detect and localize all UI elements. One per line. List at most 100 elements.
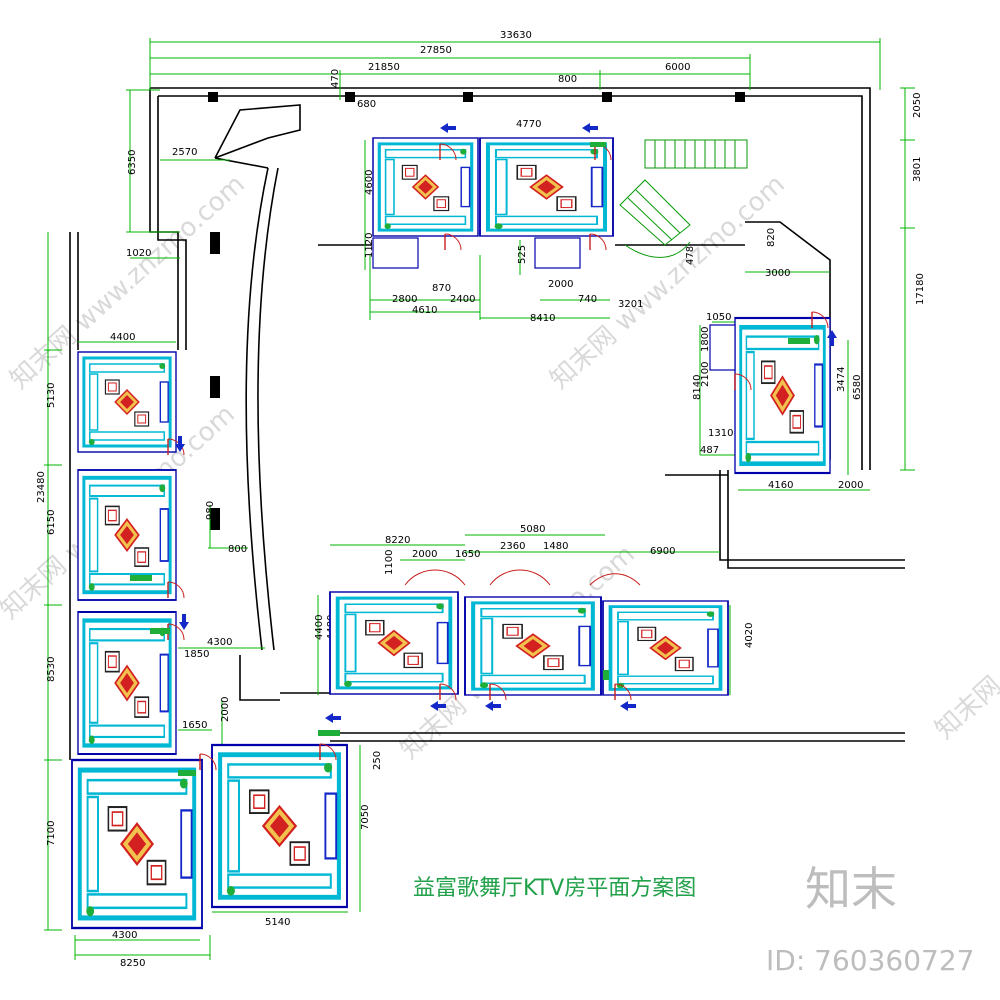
dim-label: 27850 <box>420 45 452 56</box>
dim-label: 2050 <box>912 93 923 118</box>
dim-label: 980 <box>205 501 216 520</box>
dim-label: 7050 <box>360 805 371 830</box>
column <box>210 376 220 398</box>
dim-label: 4300 <box>207 637 232 648</box>
washroom-top-1 <box>372 237 419 269</box>
dim-label: 5130 <box>46 383 57 408</box>
dim-label: 525 <box>517 245 528 264</box>
dim-label: 870 <box>432 283 451 294</box>
dim-label: 4610 <box>412 305 437 316</box>
dim-label: 2360 <box>500 541 525 552</box>
dim-label: 4400 <box>314 615 325 640</box>
stair-landing-curve <box>624 241 691 258</box>
ktv-room-southwest-1 <box>72 760 202 928</box>
dim-label: 2800 <box>392 294 417 305</box>
dim-label: 2400 <box>450 294 475 305</box>
dim-label: 1650 <box>455 549 480 560</box>
ktv-room-east <box>735 318 830 473</box>
ktv-room-south-3 <box>601 599 730 697</box>
ktv-room-top-1 <box>371 136 480 238</box>
dim-label: 740 <box>578 294 597 305</box>
dim-label: 33630 <box>500 30 532 41</box>
dim-label: 6900 <box>650 546 675 557</box>
column <box>602 92 612 102</box>
dim-label: 1480 <box>543 541 568 552</box>
dim-label: 6350 <box>127 150 138 175</box>
east-wall-low-inner <box>727 470 905 569</box>
watermark-5: 知末网 www.znzmo.com <box>930 519 1000 745</box>
dim-label: 2000 <box>412 549 437 560</box>
staircase <box>619 139 748 258</box>
inner-wall-left-upper <box>157 96 187 350</box>
ktv-rooms <box>72 136 830 928</box>
dim-label: 4020 <box>744 623 755 648</box>
dim-label: 6580 <box>852 375 863 400</box>
dim-label: 3801 <box>912 157 923 182</box>
dim-label: 6150 <box>46 510 57 535</box>
dim-label: 3201 <box>618 299 643 310</box>
image-id-label: ID: 760360727 <box>766 944 974 977</box>
site-logo: 知末 <box>805 862 897 916</box>
dim-label: 5140 <box>265 917 290 928</box>
dim-label: 1050 <box>706 312 731 323</box>
dim-label: 23480 <box>36 471 47 503</box>
dim-label: 1800 <box>700 327 711 352</box>
stage-top-wedge <box>214 104 301 159</box>
dim-label: 2000 <box>548 279 573 290</box>
stage-curve-outer <box>245 167 269 651</box>
dim-label: 4160 <box>768 480 793 491</box>
dim-label: 21850 <box>368 62 400 73</box>
ktv-room-south-2 <box>465 597 601 695</box>
dim-label: 4770 <box>516 119 541 130</box>
ktv-room-top-2 <box>478 136 615 238</box>
lower-left-wall <box>239 655 280 701</box>
column <box>210 508 220 530</box>
column <box>345 92 355 102</box>
dimension-labels: 33630 27850 21850 800 6000 470 680 4770 … <box>36 30 926 969</box>
dim-label: 478 <box>685 246 696 265</box>
column <box>463 92 473 102</box>
column <box>210 232 220 254</box>
dim-label: 1850 <box>184 649 209 660</box>
dim-label: 1020 <box>126 248 151 259</box>
dim-label: 8140 <box>692 375 703 400</box>
column <box>208 92 218 102</box>
stair-upper-flight <box>644 139 748 169</box>
east-wall-low <box>719 470 905 561</box>
dim-label: 1100 <box>384 550 395 575</box>
stage-curve-inner <box>257 167 279 651</box>
outer-wall-top-right <box>150 87 871 470</box>
washroom-east <box>709 324 736 371</box>
dim-label: 2000 <box>838 480 863 491</box>
dim-label: 487 <box>700 445 719 456</box>
dim-label: 8220 <box>385 535 410 546</box>
dim-label: 4400 <box>110 332 135 343</box>
dim-label: 250 <box>372 751 383 770</box>
ktv-room-south-1 <box>328 590 460 696</box>
dim-label: 3000 <box>765 268 790 279</box>
dim-label: 800 <box>558 74 577 85</box>
drawing-title: 益富歌舞厅KTV房平面方案图 <box>413 876 696 901</box>
dim-label: 17180 <box>915 273 926 305</box>
dim-label: 2100 <box>700 362 711 387</box>
dim-label: 4300 <box>112 930 137 941</box>
washroom-top-2 <box>534 237 581 269</box>
dim-label: 820 <box>766 228 777 247</box>
dim-label: 2000 <box>220 697 231 722</box>
dim-label: 5080 <box>520 524 545 535</box>
dim-label: 1120 <box>364 233 375 258</box>
doors <box>167 143 829 771</box>
outer-wall-left-upper <box>149 88 179 350</box>
column <box>735 92 745 102</box>
dim-label: 8530 <box>46 657 57 682</box>
stair-lower-flight <box>619 179 691 246</box>
dim-label: 6000 <box>665 62 690 73</box>
ktv-room-southwest-2 <box>212 745 347 907</box>
dimension-lines <box>44 38 915 960</box>
dim-label: 7100 <box>46 821 57 846</box>
dim-label: 800 <box>228 544 247 555</box>
columns <box>208 92 745 530</box>
dim-label: 1310 <box>708 428 733 439</box>
